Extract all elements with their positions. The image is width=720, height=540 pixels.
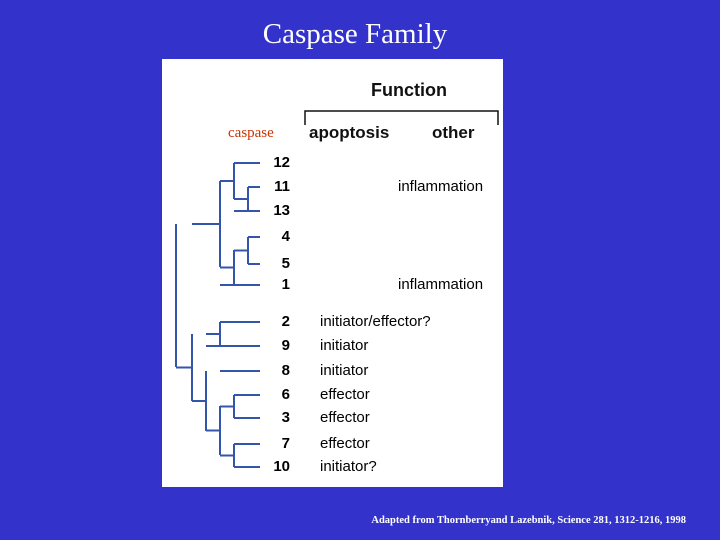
slide-title: Caspase Family xyxy=(262,18,448,50)
caspase-number-10: 10 xyxy=(273,458,290,475)
other-function-11: inflammation xyxy=(398,178,484,195)
apoptosis-function-9: initiator xyxy=(320,337,369,354)
caspase-number-1: 1 xyxy=(281,276,290,293)
citation-caption: Adapted from Thornberryand Lazebnik, Sci… xyxy=(371,515,686,526)
function-header: Function xyxy=(371,80,447,100)
apoptosis-function-3: effector xyxy=(320,409,370,426)
dendrogram xyxy=(175,110,499,468)
caspase-number-7: 7 xyxy=(281,435,290,452)
caspase-number-8: 8 xyxy=(281,362,290,379)
caspase-number-2: 2 xyxy=(281,313,290,330)
apoptosis-function-2: initiator/effector? xyxy=(320,313,431,330)
caspase-number-6: 6 xyxy=(281,386,290,403)
other-function-1: inflammation xyxy=(398,276,484,293)
apoptosis-function-10: initiator? xyxy=(320,458,377,475)
apoptosis-function-8: initiator xyxy=(320,362,369,379)
apoptosis-column-header: apoptosis xyxy=(309,123,390,142)
caspase-number-5: 5 xyxy=(281,255,290,272)
caspase-number-9: 9 xyxy=(281,337,290,354)
other-column-header: other xyxy=(432,123,475,142)
function-bracket xyxy=(304,110,499,125)
caspase-number-4: 4 xyxy=(281,228,290,245)
apoptosis-function-6: effector xyxy=(320,386,370,403)
caspase-number-13: 13 xyxy=(273,202,290,219)
apoptosis-function-7: effector xyxy=(320,435,370,452)
caspase-number-11: 11 xyxy=(274,178,290,195)
caspase-number-12: 12 xyxy=(273,154,290,171)
caspase-number-3: 3 xyxy=(281,409,290,426)
caspase-row-label: caspase xyxy=(228,125,274,141)
